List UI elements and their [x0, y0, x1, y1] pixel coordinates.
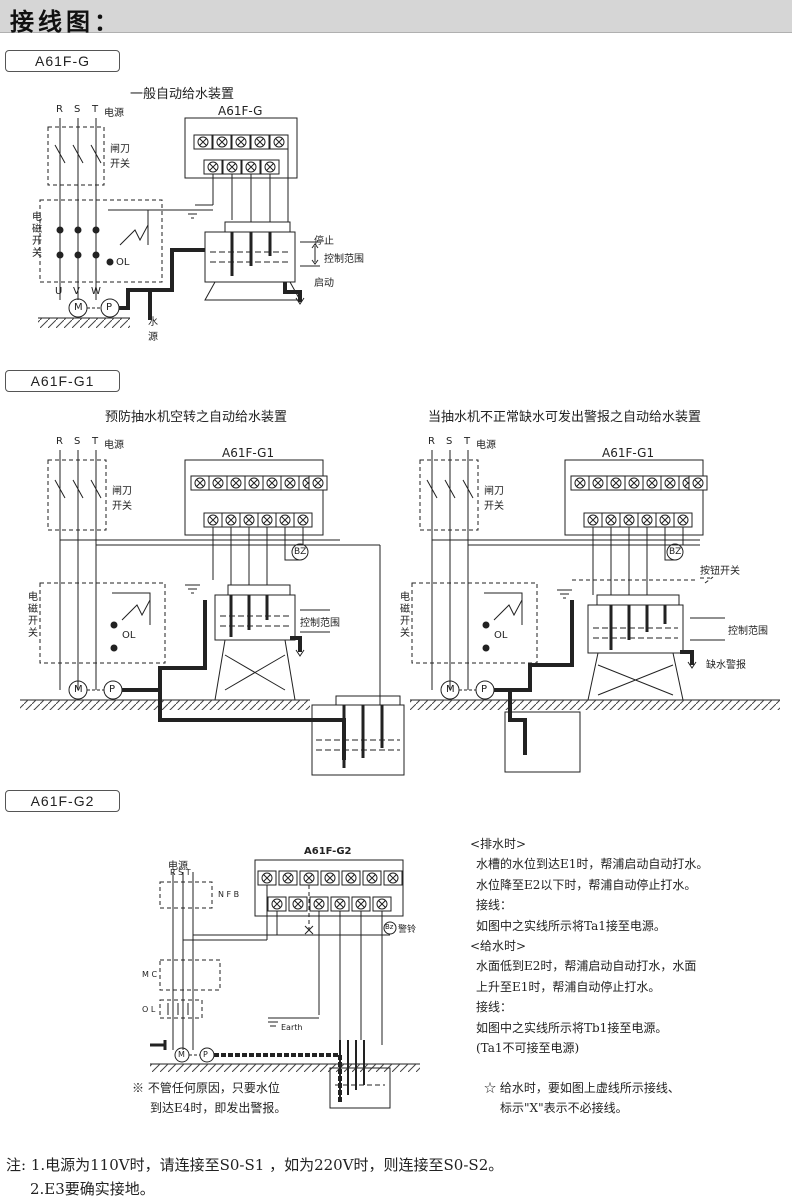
g1l-knife-switch: 闸刀 开关 — [112, 486, 132, 512]
diagram-a61f-g — [38, 117, 320, 328]
label-w: W — [91, 286, 101, 297]
label-knife-switch: 闸刀 开关 — [110, 144, 130, 170]
g1l-relay-model: A61F-G1 — [222, 446, 275, 460]
g1l-motor: M — [74, 684, 83, 695]
label-s: S — [74, 104, 81, 115]
g1l-label-r: R — [56, 436, 63, 447]
g2-bz: Bz — [385, 923, 394, 931]
g2-note-left-2: 到达E4时，即发出警报。 — [150, 1101, 287, 1115]
g2-earth: Earth — [281, 1023, 303, 1032]
g1l-label-t: T — [92, 436, 99, 447]
label-r: R — [56, 104, 63, 115]
label-start: 启动 — [314, 278, 334, 289]
g1r-knife-switch: 闸刀 开关 — [484, 486, 504, 512]
g1r-relay-model: A61F-G1 — [602, 446, 655, 460]
g1r-label-r: R — [428, 436, 435, 447]
g2-relay-model: A61F-G2 — [304, 846, 352, 857]
g1l-ol: OL — [122, 630, 136, 641]
label-water-source: 水 源 — [148, 317, 158, 343]
label-power: 电源 — [104, 108, 124, 119]
note-drain-heading: <排水时> — [470, 837, 527, 851]
model-tag-a61f-g2: A61F-G2 — [5, 790, 120, 812]
note-supply-3: 如图中之实线所示将Tb1接至电源。 — [476, 1020, 668, 1035]
g1l-label-s: S — [74, 436, 81, 447]
g2-ol: O L — [142, 1005, 156, 1014]
note-supply-heading: <给水时> — [470, 939, 527, 954]
g2-star-note-1: ☆ 给水时，要如图上虚线所示接线、 — [484, 1081, 680, 1095]
label-u: U — [55, 286, 63, 297]
model-tag-a61f-g: A61F-G — [5, 50, 120, 72]
g2-rst: R S T — [170, 868, 191, 877]
g1r-motor: M — [446, 684, 455, 695]
g2-star-note-2: 标示"X"表示不必接线。 — [500, 1101, 628, 1115]
g1r-alarm: 缺水警报 — [706, 660, 746, 671]
note-drain-2: 水位降至E2以下时，帮浦自动停止打水。 — [476, 877, 697, 892]
label-control-range: 控制范围 — [324, 254, 364, 265]
footer-note-2: 2.E3要确实接地。 — [30, 1180, 155, 1198]
model-tag-a61f-g1: A61F-G1 — [5, 370, 120, 392]
g2-pump: P — [203, 1050, 208, 1059]
motor-label: M — [74, 302, 83, 313]
g1r-label-t: T — [464, 436, 471, 447]
note-supply-1: 水面低到E2时，帮浦启动自动打水，水面 — [476, 959, 697, 974]
g2-bell: 警铃 — [398, 925, 417, 935]
page-title: 接线图： — [10, 7, 122, 36]
g2-note-left-1: ※ 不管任何原因，只要水位 — [132, 1081, 280, 1095]
note-supply-4: (Ta1不可接至电源) — [476, 1041, 580, 1056]
pump-label: P — [106, 302, 113, 313]
label-stop: 停止 — [314, 236, 334, 247]
g1r-control-range: 控制范围 — [728, 626, 768, 637]
g2-right-notes: <排水时> 水槽的水位到达E1时，帮浦启动自动打水。 水位降至E2以下时，帮浦自… — [470, 834, 708, 1058]
note-drain-wiring: 接线： — [476, 898, 513, 913]
g1r-label-power: 电源 — [476, 440, 496, 451]
label-magnetic-switch: 电 磁 开 关 — [32, 212, 42, 259]
g1r-magnetic-switch: 电 磁 开 关 — [400, 592, 410, 639]
g1r-label-s: S — [446, 436, 453, 447]
note-supply-wiring: 接线： — [476, 1000, 513, 1015]
note-drain-1: 水槽的水位到达E1时，帮浦启动自动打水。 — [476, 857, 709, 872]
footer-note-1: 注: 1.电源为110V时，请连接至S0-S1 ，如为220V时，则连接至S0-… — [6, 1156, 504, 1174]
g1l-bz: BZ — [294, 547, 307, 557]
caption-general-supply: 一般自动给水装置 — [130, 87, 235, 102]
label-ol: OL — [116, 257, 130, 268]
label-v: V — [73, 286, 80, 297]
g2-motor: M — [178, 1050, 185, 1059]
g2-nfb: N F B — [218, 890, 240, 899]
g1l-label-power: 电源 — [104, 440, 124, 451]
g1l-magnetic-switch: 电 磁 开 关 — [28, 592, 38, 639]
caption-alarm-supply: 当抽水机不正常缺水可发出警报之自动给水装置 — [428, 410, 702, 425]
g2-mc: M C — [142, 970, 158, 979]
g2-power: 电源 — [168, 861, 188, 872]
caption-anti-dry-run: 预防抽水机空转之自动给水装置 — [105, 410, 288, 425]
g1r-bz: BZ — [669, 547, 682, 557]
relay-model-label: A61F-G — [218, 104, 263, 118]
note-supply-2: 上升至E1时，帮浦自动停止打水。 — [476, 979, 661, 994]
section-header-bar: 接线图： — [0, 0, 792, 36]
g1l-control-range: 控制范围 — [300, 618, 340, 629]
g1r-pump: P — [481, 684, 488, 695]
note-drain-3: 如图中之实线所示将Ta1接至电源。 — [476, 918, 666, 933]
label-t: T — [92, 104, 99, 115]
g1r-button-switch: 按钮开关 — [700, 566, 740, 577]
g1l-pump: P — [109, 684, 116, 695]
g1r-ol: OL — [494, 630, 508, 641]
